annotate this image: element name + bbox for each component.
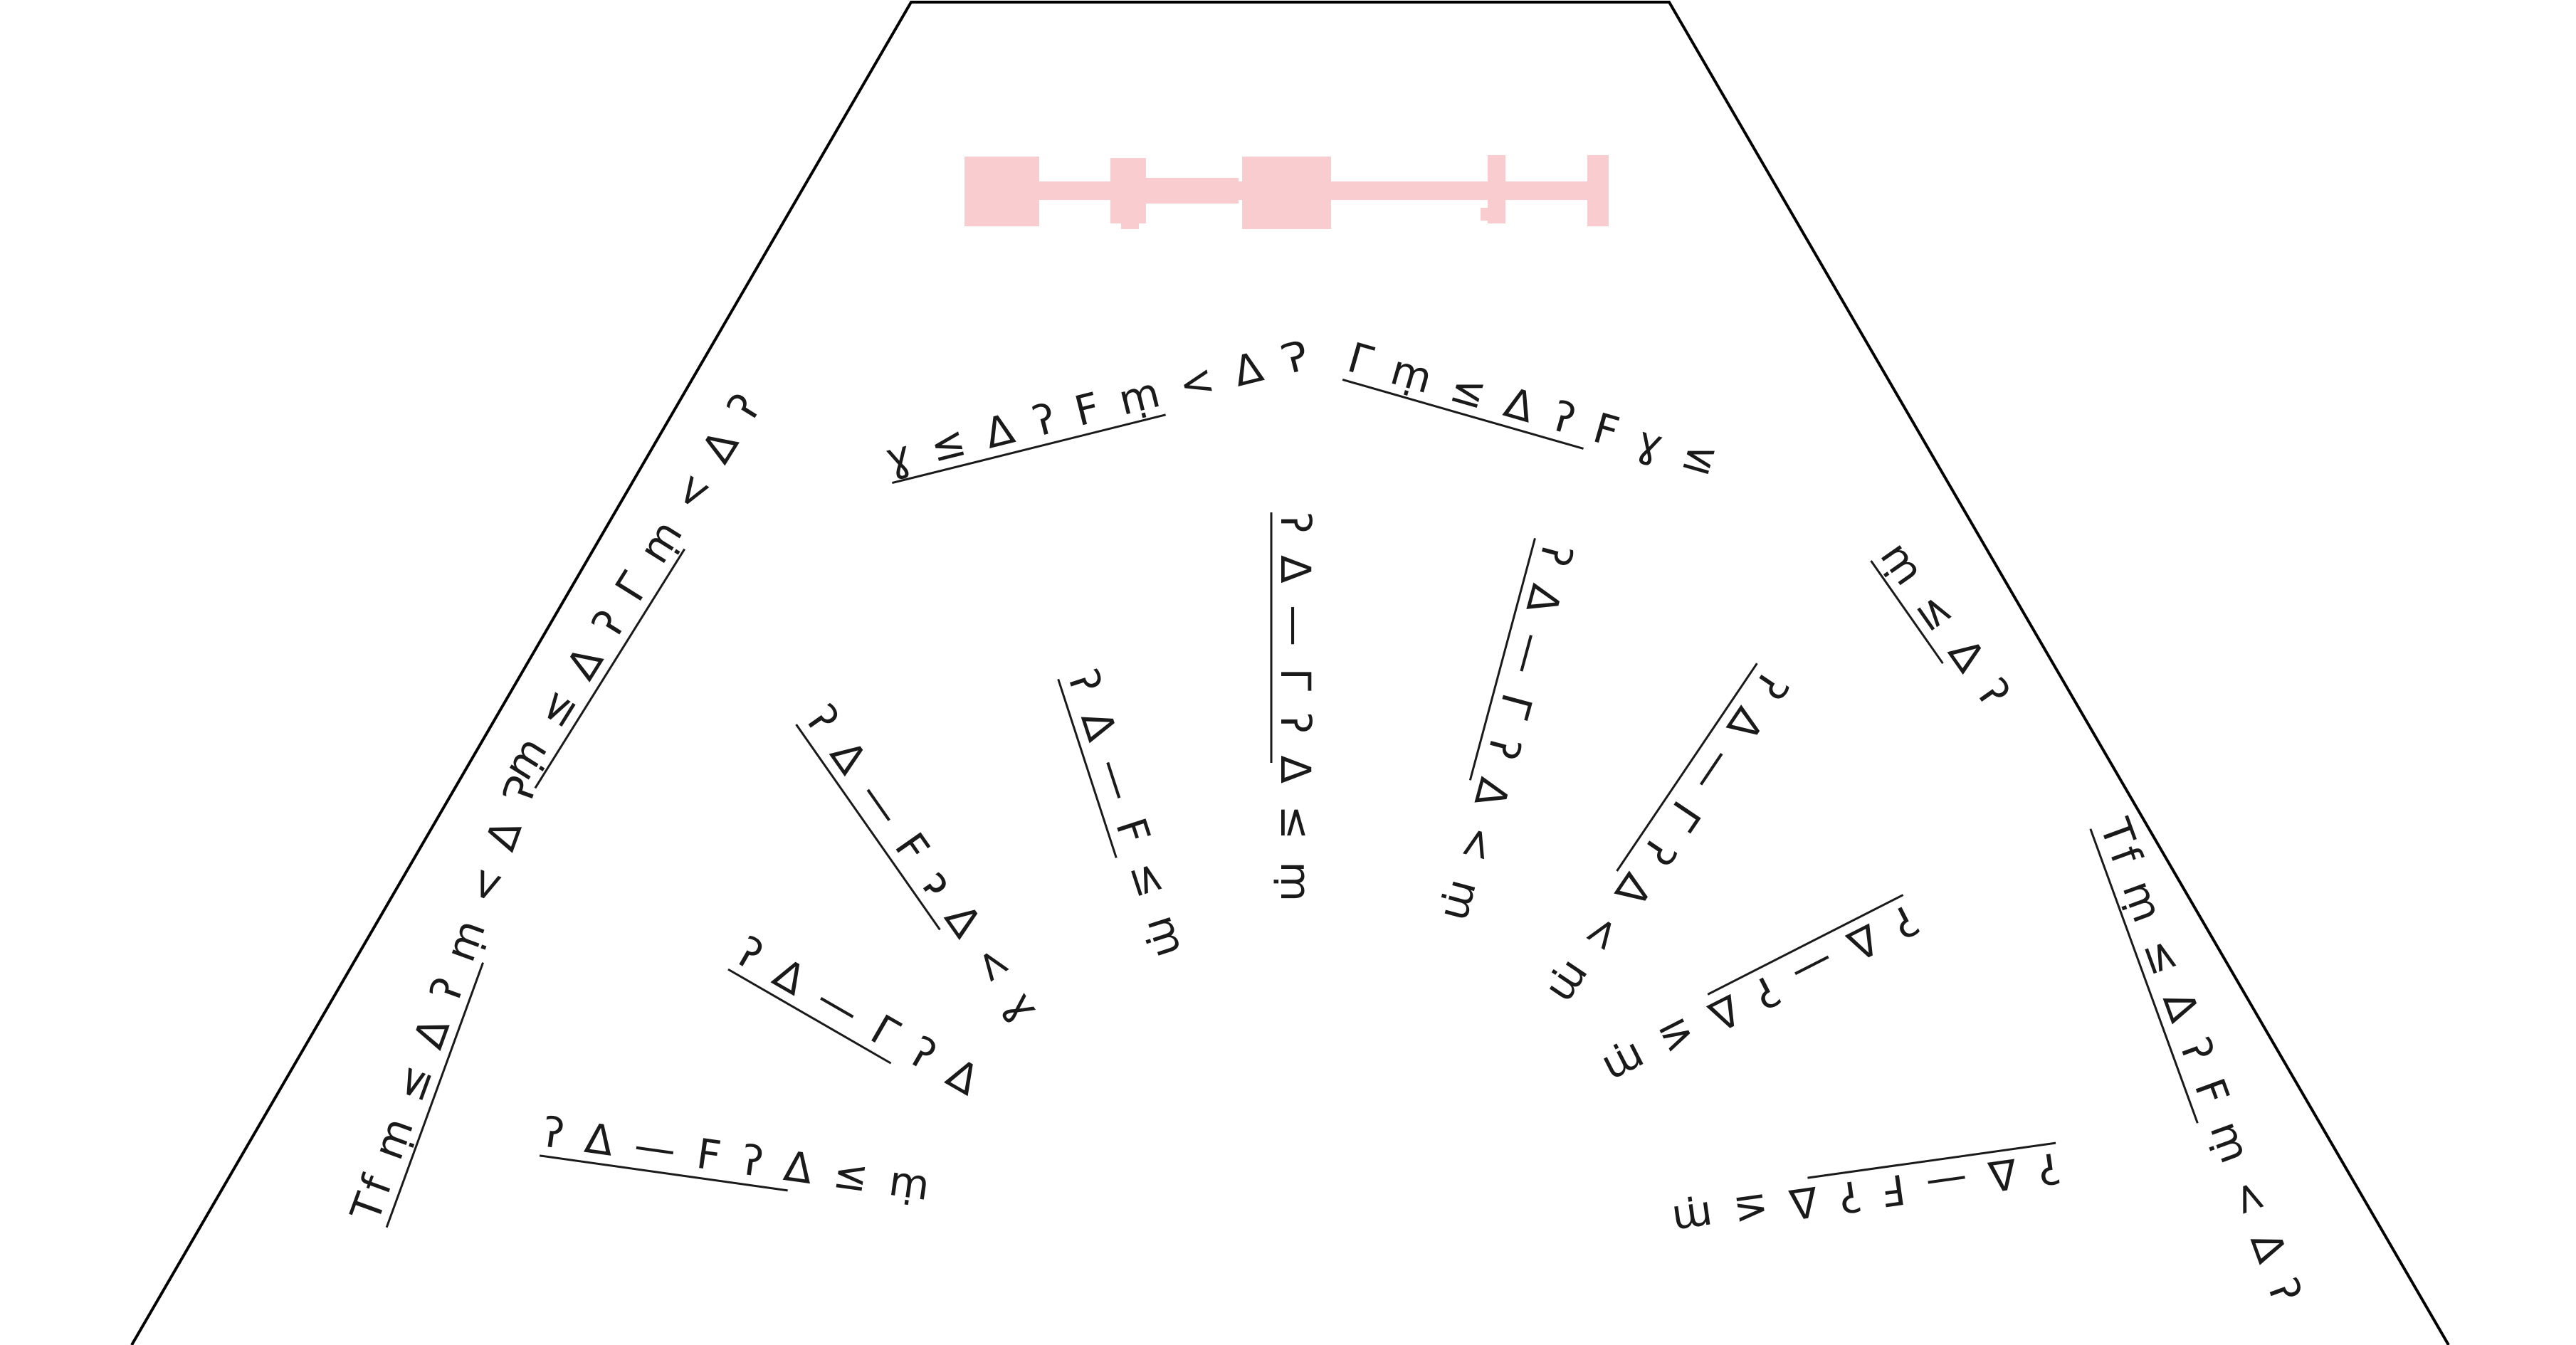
spoke-strip-8: ʔ Δ — Ϝ ʔ Δ ≤ ṃ xyxy=(1665,1143,2062,1245)
outer-strip-3: ɣ ≤ Δ ʔ Ϝ ṃ < Δ Ɂ xyxy=(880,330,1317,483)
spoke-strip-underline-5 xyxy=(1468,537,1536,781)
spoke-strip-4: ʔ Δ — Γ ʔ Δ ≤ ṃ xyxy=(1271,512,1320,906)
outer-strip-5: ṃ ≤ Δ ʔ xyxy=(1871,533,2022,719)
pink-block-5 xyxy=(1242,157,1331,229)
pink-block-8 xyxy=(1587,155,1609,226)
outer-strip-underline-2 xyxy=(534,548,685,789)
spoke-strip-underline-9 xyxy=(539,1154,788,1192)
outer-strip-2: ṃ ≤ Δ ʔ Γ ṃ < Δ ʔ xyxy=(494,382,773,788)
spoke-strip-underline-3 xyxy=(1057,678,1118,858)
outer-strip-6: Tf ṃ ≤ Δ ʔ Ϝ ṃ < Δ ʔ xyxy=(2091,812,2313,1313)
outer-strip-4: Γ ṃ ≤ Δ ʔ Ϝ ɣ ≤ xyxy=(1342,333,1727,486)
spoke-strip-5: ʔ Δ — Γ ʔ Δ < ṃ xyxy=(1433,538,1582,931)
trapezoid-outline xyxy=(130,1,2450,1345)
spoke-strip-6: ʔ Δ — Γ ʔ Δ < ṃ xyxy=(1537,663,1797,1016)
outer-strip-1: Tf ṃ ≤ Δ ʔ ṃ < Δ Ɂ xyxy=(341,766,549,1228)
pink-block-3 xyxy=(1121,213,1139,229)
outer-strip-underline-1 xyxy=(385,962,485,1228)
pink-header-bar xyxy=(964,155,1609,229)
spoke-strip-3: ʔ Δ — Ϝ ≤ ṃ xyxy=(1058,664,1198,966)
outer-strip-underline-5 xyxy=(1870,560,1944,665)
spoke-strip-underline-1 xyxy=(727,968,892,1065)
outer-strip-underline-6 xyxy=(2089,828,2199,1124)
pink-block-2 xyxy=(1110,158,1146,223)
outer-strip-underline-3 xyxy=(892,413,1166,485)
spoke-strip-underline-7 xyxy=(1707,894,1904,996)
pink-block-4 xyxy=(1146,178,1239,204)
spoke-strip-underline-8 xyxy=(1807,1141,2056,1179)
spoke-strip-underline-6 xyxy=(1616,663,1758,872)
outer-strip-underline-4 xyxy=(1342,379,1584,450)
spoke-strip-9: ʔ Δ — Ϝ ʔ Δ ≤ ṃ xyxy=(540,1108,937,1210)
pink-block-1 xyxy=(964,157,1039,226)
spoke-strip-7: ʔ Δ — ʔ Δ ≤ ṃ xyxy=(1592,895,1925,1097)
pink-block-7 xyxy=(1481,208,1502,221)
spoke-strip-1: ʔ Δ — Γ ʔ Δ xyxy=(728,927,991,1107)
spoke-strip-underline-2 xyxy=(795,724,941,931)
